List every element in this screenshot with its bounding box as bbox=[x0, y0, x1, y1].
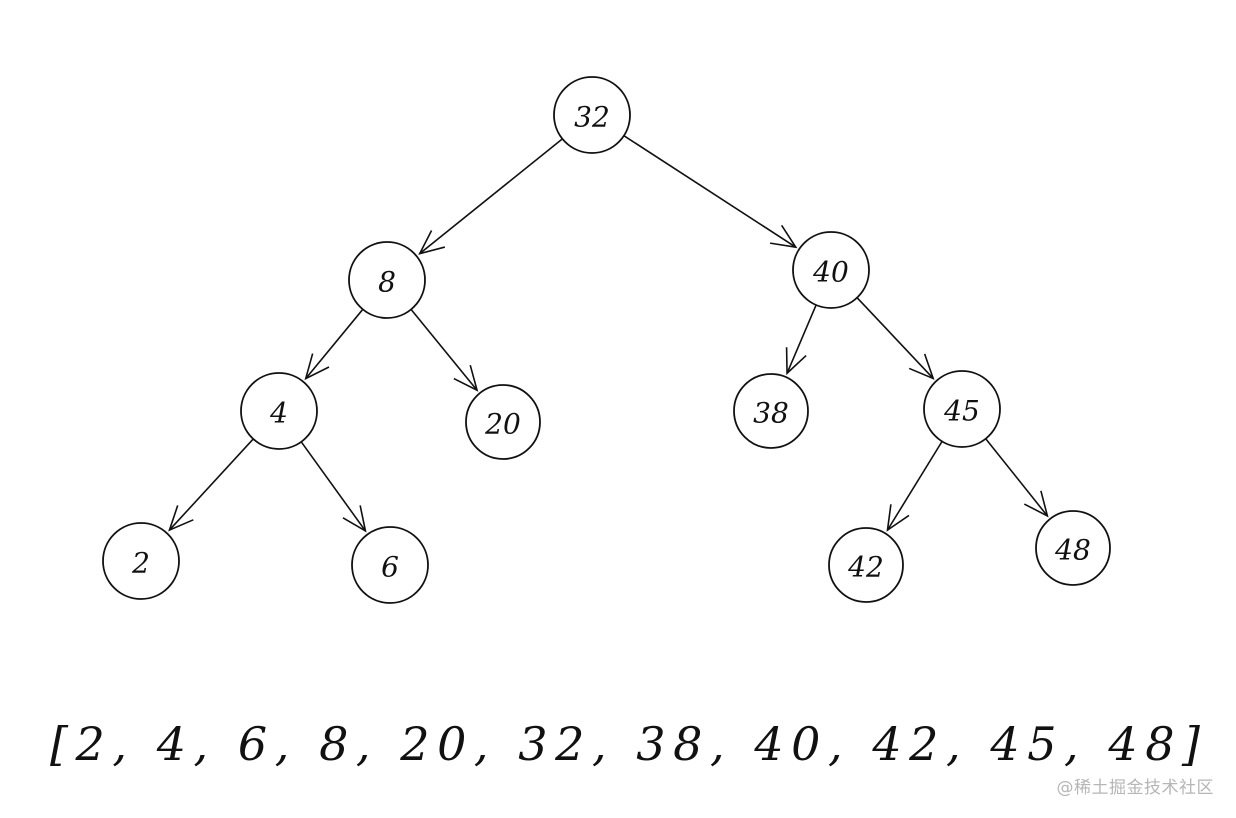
tree-node-2: 2 bbox=[102, 522, 180, 600]
node-label: 45 bbox=[943, 395, 980, 428]
tree-node-8: 8 bbox=[348, 241, 426, 319]
arrowhead bbox=[304, 353, 330, 381]
tree-node-48: 48 bbox=[1035, 510, 1111, 586]
edge-n40-n45 bbox=[856, 297, 935, 380]
edge-line bbox=[168, 438, 254, 531]
arrowhead bbox=[168, 505, 194, 532]
tree-node-20: 20 bbox=[465, 384, 541, 460]
edge-n32-n40 bbox=[623, 135, 798, 249]
tree-node-4: 4 bbox=[240, 372, 318, 450]
tree-node-40: 40 bbox=[792, 231, 870, 309]
edge-line bbox=[786, 304, 817, 374]
sorted-array-text: [2, 4, 6, 8, 20, 32, 38, 40, 42, 45, 48] bbox=[50, 717, 1200, 771]
node-label: 32 bbox=[574, 101, 610, 134]
node-label: 38 bbox=[753, 397, 789, 430]
nodes-layer: 32 8 40 4 20 38 45 2 6 42 48 bbox=[102, 76, 1111, 604]
watermark-text: @稀土掘金技术社区 bbox=[1056, 778, 1214, 798]
edge-line bbox=[305, 308, 364, 380]
edge-n32-n8 bbox=[418, 138, 563, 255]
edge-line bbox=[623, 135, 797, 248]
edge-line bbox=[410, 308, 478, 391]
tree-node-45: 45 bbox=[923, 370, 1001, 448]
node-circle bbox=[348, 241, 426, 319]
arrowhead bbox=[1023, 490, 1049, 518]
arrowhead bbox=[886, 504, 910, 532]
node-circle bbox=[733, 373, 809, 449]
node-circle bbox=[102, 522, 180, 600]
node-circle bbox=[351, 526, 429, 604]
node-label: 2 bbox=[131, 547, 150, 580]
tree-node-38: 38 bbox=[733, 373, 809, 449]
node-circle bbox=[240, 372, 318, 450]
edge-n4-n6 bbox=[300, 441, 367, 533]
node-circle bbox=[828, 527, 904, 603]
tree-node-6: 6 bbox=[351, 526, 429, 604]
edge-n8-n20 bbox=[410, 308, 479, 392]
node-circle bbox=[553, 76, 631, 154]
arrowhead bbox=[453, 364, 479, 392]
arrowhead bbox=[908, 353, 935, 380]
node-circle bbox=[465, 384, 541, 460]
edge-n45-n42 bbox=[886, 440, 943, 532]
arrowhead bbox=[785, 347, 807, 376]
node-circle bbox=[792, 231, 870, 309]
arrowhead bbox=[418, 230, 446, 255]
edge-n8-n4 bbox=[304, 308, 364, 381]
arrowhead bbox=[342, 505, 367, 533]
edge-line bbox=[300, 441, 367, 532]
edges-layer bbox=[168, 135, 1049, 533]
node-label: 48 bbox=[1054, 534, 1091, 567]
node-label: 6 bbox=[381, 551, 399, 584]
edge-n45-n48 bbox=[985, 438, 1049, 518]
edge-line bbox=[856, 297, 934, 379]
node-circle bbox=[923, 370, 1001, 448]
node-label: 8 bbox=[378, 266, 396, 299]
node-label: 4 bbox=[269, 397, 288, 430]
node-label: 40 bbox=[812, 256, 849, 289]
node-circle bbox=[1035, 510, 1111, 586]
tree-node-42: 42 bbox=[828, 527, 904, 603]
node-label: 42 bbox=[847, 551, 884, 584]
node-label: 20 bbox=[484, 408, 521, 441]
edge-line bbox=[419, 138, 563, 255]
edge-line bbox=[985, 438, 1049, 517]
edge-line bbox=[886, 440, 943, 531]
edge-n40-n38 bbox=[785, 304, 817, 376]
edge-n4-n2 bbox=[168, 438, 254, 532]
arrowhead bbox=[769, 224, 798, 249]
tree-node-32: 32 bbox=[553, 76, 631, 154]
